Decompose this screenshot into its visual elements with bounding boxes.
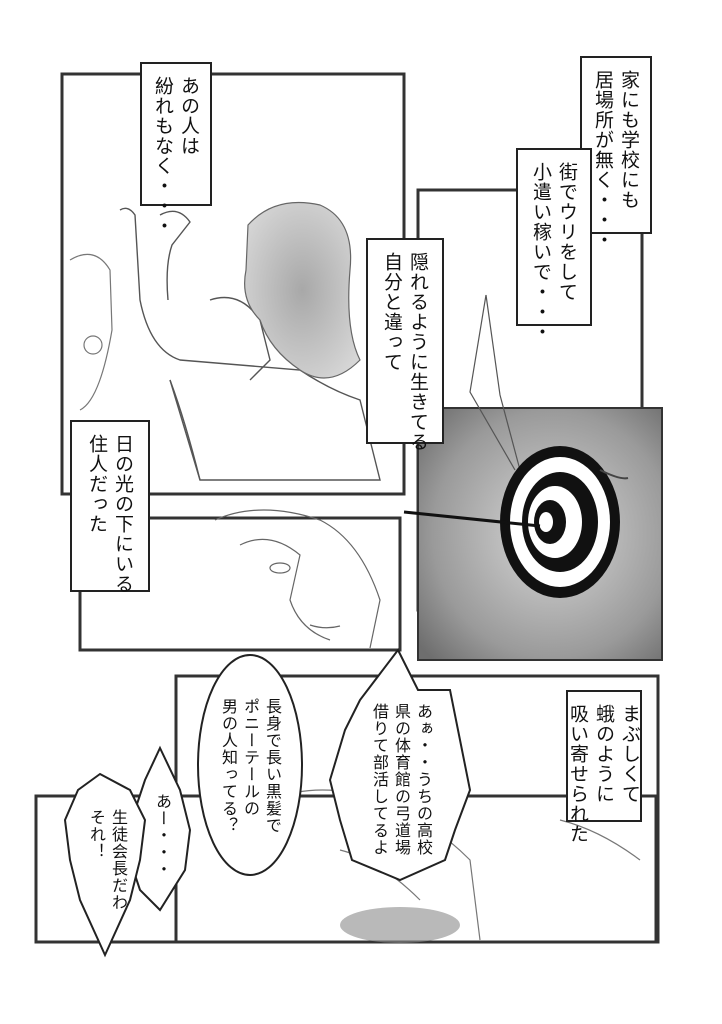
- speech-bubble-question-text: 長身で長い黒髪で ポニーテールの 男の人知ってる？: [219, 698, 282, 834]
- spiky-bubble-club: あぁ・・うちの高校 県の体育館の弓道場 借りて部活してるよ: [352, 694, 450, 864]
- boy-sketch: [69, 253, 113, 411]
- spiky-bubble-president-shape: [63, 772, 147, 958]
- spiky-bubble-club-text: あぁ・・うちの高校 県の体育館の弓道場 借りて部活してるよ: [370, 702, 433, 856]
- caption-top-left: あの人は 紛れもなく・・・: [140, 62, 212, 236]
- caption-middle: 隠れるように生きてる 自分と違って: [366, 238, 444, 452]
- caption-top-left-text: あの人は 紛れもなく・・・: [152, 76, 200, 236]
- caption-bottom-right: まぶしくて 蛾のように 吸い寄せられた: [566, 690, 642, 844]
- spiky-bubble-ah: あー・・・: [140, 790, 184, 880]
- bottom-shade: [340, 907, 460, 943]
- caption-top-right-b-text: 街でウリをして 小遣い稼いで・・・: [530, 162, 578, 342]
- archer-hair: [244, 201, 361, 379]
- spiky-bubble-ah-shape: [128, 745, 192, 912]
- caption-top-right-a-text: 家にも学校にも 居場所が無く・・・: [592, 70, 640, 250]
- spiky-bubble-president-text: 生徒会長だわ それ！: [87, 809, 128, 911]
- caption-top-right-b: 街でウリをして 小遣い稼いで・・・: [516, 148, 592, 342]
- speed-lines: [469, 294, 521, 471]
- face-sketch: [214, 509, 381, 649]
- speech-bubble-question-shape: [197, 654, 303, 876]
- archery-target: [500, 446, 629, 598]
- spiky-bubble-president: 生徒会長だわ それ！: [72, 800, 142, 920]
- speech-bubble-question: 長身で長い黒髪で ポニーテールの 男の人知ってる？: [200, 680, 300, 852]
- caption-bottom-right-text: まぶしくて 蛾のように 吸い寄せられた: [567, 704, 641, 844]
- caption-left-mid-text: 日の光の下にいる 住人だった: [86, 434, 134, 594]
- spiky-bubble-ah-text: あー・・・: [153, 792, 172, 878]
- arrow: [403, 510, 541, 528]
- caption-left-mid: 日の光の下にいる 住人だった: [70, 420, 150, 594]
- caption-top-right-a: 家にも学校にも 居場所が無く・・・: [580, 56, 652, 250]
- caption-middle-text: 隠れるように生きてる 自分と違って: [381, 252, 429, 452]
- spiky-bubble-club-shape: [328, 648, 472, 882]
